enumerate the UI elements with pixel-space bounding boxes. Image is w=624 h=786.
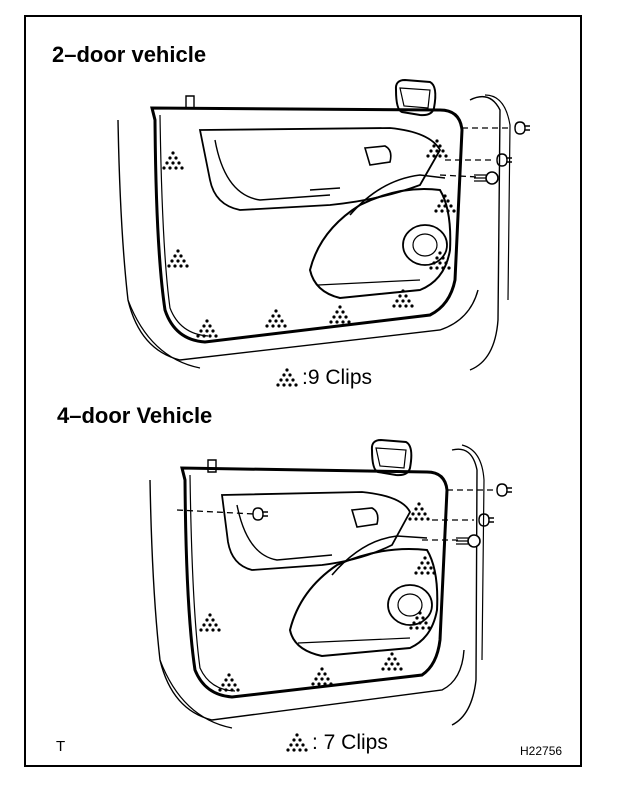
legend-text-2-door: :9 Clips	[302, 366, 373, 389]
heading-4-door: 4–door Vehicle	[57, 403, 213, 428]
clip-triangle-icon	[286, 733, 308, 752]
legend-text-4-door: : 7 Clips	[312, 731, 388, 754]
fasteners-2door	[473, 121, 531, 185]
legend-2-door: :9 Clips	[274, 366, 372, 390]
door-panel-4door	[149, 438, 494, 729]
heading-2-door: 2–door vehicle	[52, 42, 207, 67]
clip-marks-2door	[162, 139, 456, 338]
figure-frame	[24, 15, 582, 767]
legend-4-door: : 7 Clips	[284, 731, 388, 755]
corner-mark: T	[56, 738, 66, 755]
clip-triangle-icon	[276, 368, 298, 387]
figure-code: H22756	[520, 744, 563, 758]
door-panel-2door	[117, 78, 512, 371]
